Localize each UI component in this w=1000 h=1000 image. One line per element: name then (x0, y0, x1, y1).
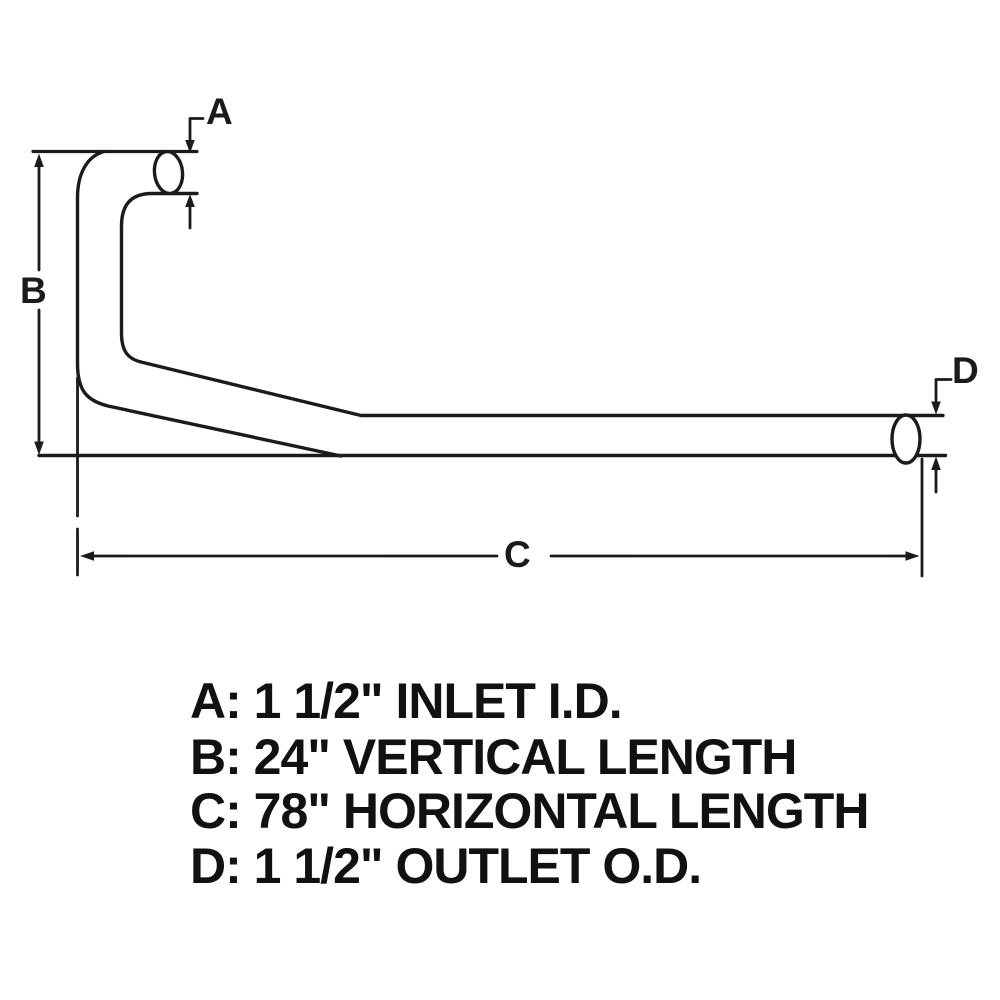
legend-text-c: 78" HORIZONTAL LENGTH (253, 783, 870, 839)
legend-label-d: D: (190, 838, 242, 894)
dim-label-a: A (206, 91, 233, 132)
dim-b-lines (34, 153, 44, 455)
legend-line-c: C: 78" HORIZONTAL LENGTH (190, 783, 870, 839)
dim-c-arrow-right-icon (905, 551, 920, 561)
dim-c-arrow-left-icon (80, 551, 94, 561)
dim-label-c: C (504, 534, 531, 575)
pipe-outer-edge (75, 149, 343, 458)
legend-line-a: A: 1 1/2" INLET I.D. (190, 673, 623, 729)
legend-label-b: B: (190, 729, 242, 785)
legend-label-a: A: (190, 673, 242, 729)
dim-a-lines (185, 117, 205, 230)
legend-line-d: D: 1 1/2" OUTLET O.D. (190, 838, 702, 894)
dim-c-lines (76, 376, 924, 578)
legend-line-b: B: 24" VERTICAL LENGTH (190, 729, 798, 785)
legend-text-a: 1 1/2" INLET I.D. (253, 673, 623, 729)
dim-a-arrow-up-icon (185, 194, 195, 207)
dim-label-d: D (952, 350, 979, 391)
outlet-opening-ellipse (890, 413, 922, 465)
legend-text-d: 1 1/2" OUTLET O.D. (253, 838, 702, 894)
pipe-outline (31, 149, 948, 465)
dim-d-leader (934, 378, 953, 403)
dim-d-arrow-down-icon (931, 401, 941, 415)
legend-label-c: C: (190, 783, 242, 839)
dim-b-arrow-up-icon (34, 153, 44, 167)
pipe-line-drawing (31, 117, 953, 578)
dim-b-arrow-down-icon (34, 441, 44, 455)
dim-a-leader (188, 117, 205, 143)
dim-d-lines (931, 378, 953, 494)
pipe-inner-edge (119, 191, 945, 418)
dim-d-arrow-up-icon (931, 456, 941, 470)
inlet-opening-ellipse (152, 149, 185, 196)
dim-a-arrow-down-icon (185, 140, 195, 153)
dim-label-b: B (20, 270, 47, 311)
legend-text-b: 24" VERTICAL LENGTH (253, 729, 798, 785)
